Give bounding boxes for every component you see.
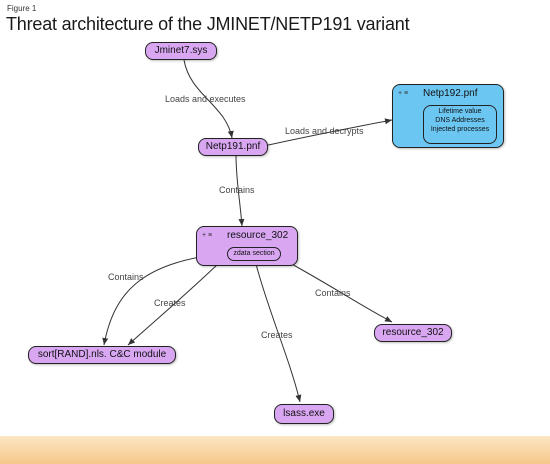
edge-label-contains-1: Contains (219, 185, 255, 195)
expand-handle-icon[interactable]: + ≡ (202, 232, 213, 239)
expand-handle-icon[interactable]: + ≡ (398, 90, 409, 97)
figure-title: Threat architecture of the JMINET/NETP19… (6, 14, 410, 34)
node-netp191-pnf[interactable]: Netp191.pnf (198, 138, 268, 156)
node-sort-module[interactable]: sort[RAND].nls. C&C module (28, 346, 176, 364)
edge-label-creates-2: Creates (261, 330, 293, 340)
netp192-field-lifetime: Lifetime value (438, 108, 482, 115)
zdata-section-label: zdata section (233, 250, 275, 257)
netp192-field-injected: Injected processes (430, 126, 490, 133)
node-label: resource_302 (382, 327, 444, 338)
edge-creates-2 (255, 263, 302, 403)
edge-loads-executes (183, 59, 234, 139)
node-label: Netp191.pnf (205, 141, 261, 152)
edge-contains-3 (287, 261, 393, 323)
edge-label-contains-2: Contains (108, 272, 144, 282)
node-jminet7-sys[interactable]: Jminet7.sys (145, 42, 217, 60)
node-title: resource_302 (227, 230, 289, 241)
figure-label: Figure 1 (7, 4, 37, 13)
edge-label-loads-executes: Loads and executes (165, 94, 246, 104)
node-label: Jminet7.sys (154, 45, 208, 56)
node-resource-302[interactable]: resource_302 (374, 324, 452, 342)
node-netp192-contents: Lifetime value DNS Addresses Injected pr… (423, 105, 497, 144)
edge-label-loads-decrypts: Loads and decrypts (285, 126, 364, 136)
node-resource-302-group[interactable]: + ≡ resource_302 zdata section (196, 226, 298, 266)
edge-loads-decrypts (263, 118, 393, 147)
node-label: sort[RAND].nls. C&C module (37, 349, 167, 360)
node-zdata-section: zdata section (227, 247, 281, 261)
edge-contains-1 (235, 154, 245, 227)
node-netp192-pnf[interactable]: + ≡ Netp192.pnf Lifetime value DNS Addre… (392, 84, 504, 148)
bottom-band (0, 436, 550, 464)
node-label: lsass.exe (283, 408, 325, 419)
node-lsass-exe[interactable]: lsass.exe (274, 404, 334, 424)
netp192-field-dns: DNS Addresses (435, 117, 485, 124)
edge-label-contains-3: Contains (315, 288, 351, 298)
edge-label-creates-1: Creates (154, 298, 186, 308)
edge-creates-1 (127, 263, 219, 346)
node-title: Netp192.pnf (423, 88, 478, 99)
